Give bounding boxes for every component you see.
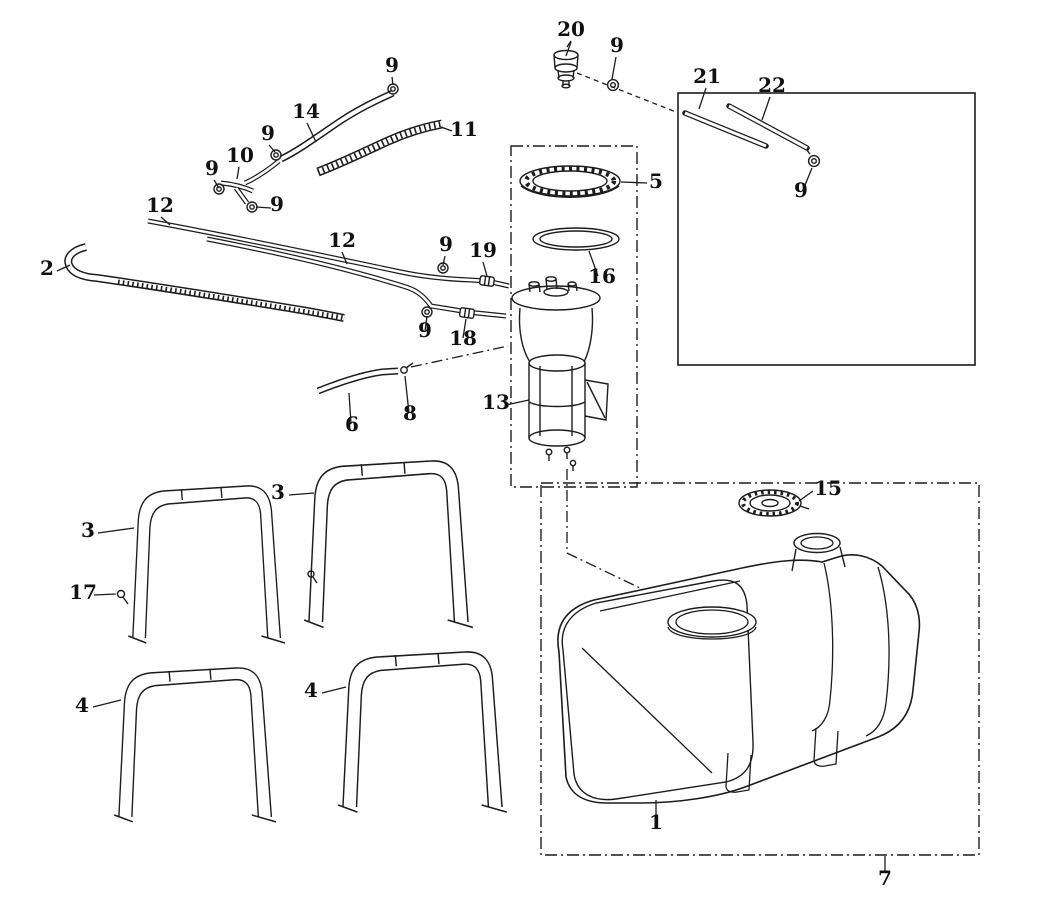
seal-ring-small-top bbox=[606, 78, 620, 92]
callout-3-right: 3 bbox=[271, 480, 285, 504]
callout-11: 11 bbox=[450, 117, 478, 141]
callout-16: 16 bbox=[588, 264, 616, 288]
callout-5: 5 bbox=[649, 169, 663, 193]
fuel-tank-part1 bbox=[557, 532, 921, 804]
lock-ring-part5 bbox=[519, 165, 621, 198]
callout-9-c: 9 bbox=[261, 121, 275, 145]
pipe-joint-part19 bbox=[479, 275, 495, 287]
callout-22: 22 bbox=[758, 73, 786, 97]
tank-strap-part4-right bbox=[337, 651, 508, 813]
callout-17: 17 bbox=[69, 580, 97, 604]
callout-9-h: 9 bbox=[418, 318, 432, 342]
pipe-joint-part18 bbox=[459, 307, 475, 319]
hose-clamps-part9 bbox=[213, 83, 449, 318]
fuel-line-part12-lower bbox=[206, 236, 507, 319]
seal-ring-small-right bbox=[807, 154, 821, 168]
callout-14: 14 bbox=[292, 99, 320, 123]
tee-fitting-part10 bbox=[220, 180, 255, 205]
callout-13: 13 bbox=[482, 390, 510, 414]
strap-screw-part17 bbox=[116, 570, 318, 605]
fuel-pump-module-part13 bbox=[511, 276, 609, 471]
callout-9-f: 9 bbox=[794, 178, 808, 202]
leader-lines bbox=[56, 41, 886, 871]
rod-to-ring-dashed bbox=[806, 149, 813, 158]
tank-strap-part4-left bbox=[113, 667, 277, 823]
callout-1: 1 bbox=[649, 810, 663, 834]
callout-12-a: 12 bbox=[146, 193, 174, 217]
fuel-cap-part15 bbox=[738, 489, 810, 517]
pump-assembly-dashdot-box bbox=[510, 145, 638, 488]
breather-pipe-part21 bbox=[682, 110, 769, 149]
callout-19: 19 bbox=[469, 238, 497, 262]
callout-4-right: 4 bbox=[304, 678, 318, 702]
callout-18: 18 bbox=[449, 326, 477, 350]
hose6-centerline bbox=[410, 345, 509, 368]
callout-4-left: 4 bbox=[75, 693, 89, 717]
seal-gasket-part16 bbox=[532, 227, 620, 251]
callout-9-a: 9 bbox=[610, 33, 624, 57]
drain-hose-part6 bbox=[316, 367, 399, 395]
tank-strap-part3-right bbox=[303, 460, 474, 629]
callout-10: 10 bbox=[226, 143, 254, 167]
braided-fuel-hose-part2 bbox=[64, 243, 345, 322]
callout-21: 21 bbox=[693, 64, 721, 88]
fuel-sender-cap-part20 bbox=[553, 40, 579, 89]
corrugated-hose-part11 bbox=[316, 119, 443, 177]
solid-detail-box bbox=[677, 92, 976, 366]
tank-assembly-dashdot-box bbox=[540, 482, 980, 856]
callout-20: 20 bbox=[557, 17, 585, 41]
callout-15: 15 bbox=[814, 476, 842, 500]
callout-6: 6 bbox=[345, 412, 359, 436]
fuel-line-part12-upper bbox=[147, 218, 510, 289]
callout-3-left: 3 bbox=[81, 518, 95, 542]
reference-boxes bbox=[410, 92, 980, 856]
callout-labels: 20 9 21 22 9 14 11 9 10 9 12 9 5 9 2 12 … bbox=[40, 17, 892, 890]
assembly-dashed-line bbox=[576, 72, 677, 113]
tank-strap-part3-left bbox=[127, 485, 286, 644]
callout-8: 8 bbox=[403, 401, 417, 425]
callout-9-g: 9 bbox=[439, 232, 453, 256]
callout-9-e: 9 bbox=[270, 192, 284, 216]
callout-2: 2 bbox=[40, 256, 54, 280]
callout-12-b: 12 bbox=[328, 228, 356, 252]
callout-7: 7 bbox=[878, 866, 892, 890]
breather-pipe-part22 bbox=[726, 103, 810, 151]
callout-9-b: 9 bbox=[385, 53, 399, 77]
connector-hose-10-to-14 bbox=[243, 159, 281, 186]
hose-fitting-part8 bbox=[400, 362, 414, 374]
callout-9-d: 9 bbox=[205, 156, 219, 180]
fuel-hose-part14 bbox=[279, 89, 395, 163]
